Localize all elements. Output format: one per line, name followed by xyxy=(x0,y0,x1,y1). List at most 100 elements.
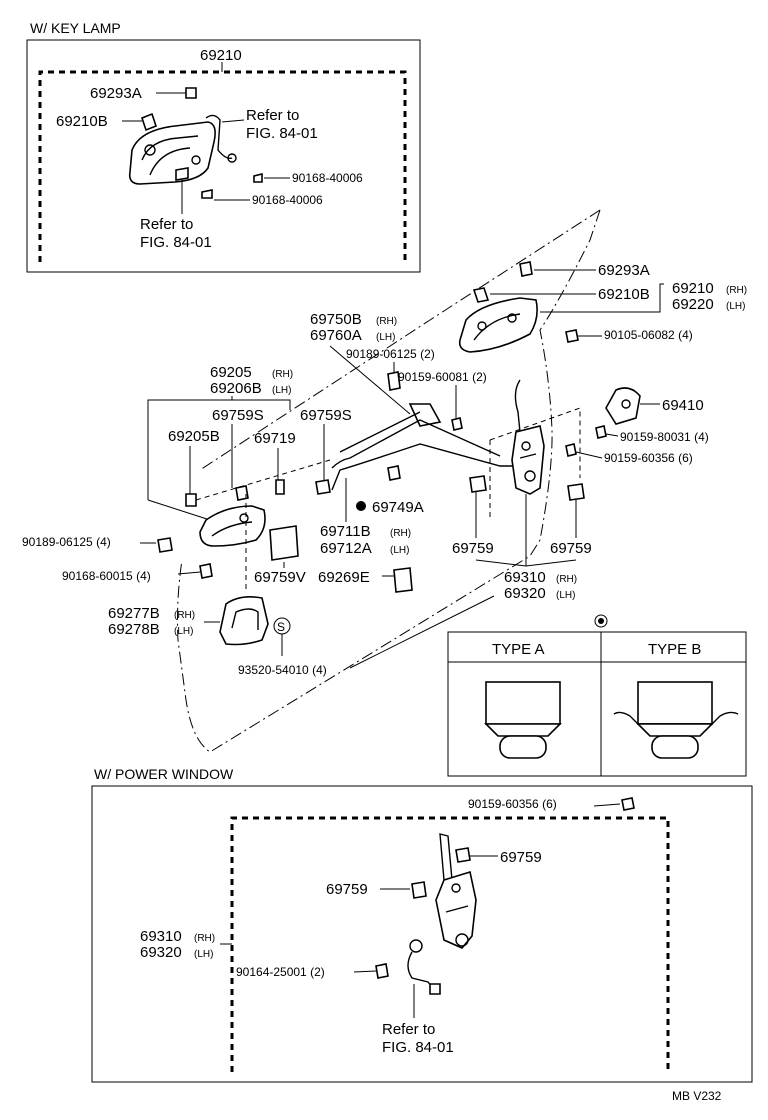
cap-69269E xyxy=(393,567,413,593)
power-window-assembly-bracket xyxy=(230,816,670,1072)
label-fig-84-01-bottom: FIG. 84-01 xyxy=(140,234,212,251)
clip-69210B xyxy=(472,287,490,303)
screw-90168-b xyxy=(201,189,213,199)
key-lamp-frame xyxy=(26,39,421,273)
screw-90159-60356 xyxy=(565,443,577,457)
label-69278B-lh: (LH) xyxy=(174,626,193,637)
power-window-lock-motor-connector xyxy=(407,939,441,995)
inner-door-handle-upper xyxy=(458,297,538,353)
label-pw-69320-lh: (LH) xyxy=(194,949,213,960)
label-69750B-rh: (RH) xyxy=(376,316,397,327)
label-69205B: 69205B xyxy=(168,428,220,445)
footer-code: MB V232 xyxy=(672,1089,722,1103)
label-69293A-key-lamp: 69293A xyxy=(90,85,142,102)
power-window-section-title: W/ POWER WINDOW xyxy=(94,766,234,782)
outside-door-handle xyxy=(219,596,269,646)
clip-pw-69759-b xyxy=(411,881,427,899)
main-door-section: 69293A 69210B 69210 (RH) 69220 (LH) 9010… xyxy=(22,209,747,777)
label-pw-69759-a: 69759 xyxy=(500,849,542,866)
label-90168-40006-b: 90168-40006 xyxy=(252,193,323,207)
key-lamp-section-title: W/ KEY LAMP xyxy=(30,20,121,36)
label-69206B-lh: (LH) xyxy=(272,385,291,396)
label-69278B: 69278B xyxy=(108,621,160,638)
type-a-illustration xyxy=(484,681,562,759)
label-pw-90164-25001-2: 90164-25001 (2) xyxy=(236,965,325,979)
label-69310: 69310 xyxy=(504,569,546,586)
door-lock-assembly xyxy=(511,425,545,495)
label-69210-key-lamp: 69210 xyxy=(200,47,242,64)
clip-69293A xyxy=(519,261,533,277)
label-69712A-lh: (LH) xyxy=(390,545,409,556)
label-69759S-b: 69759S xyxy=(300,407,352,424)
label-69277B-rh: (RH) xyxy=(174,610,195,621)
label-69749A: 69749A xyxy=(372,499,424,516)
clip-69759-a xyxy=(469,475,487,493)
label-69320-lh: (LH) xyxy=(556,590,575,601)
label-90159-80031-4: 90159-80031 (4) xyxy=(620,430,709,444)
label-69760A-lh: (LH) xyxy=(376,332,395,343)
key-lamp-door-handle xyxy=(128,121,216,185)
clip-69759S-a xyxy=(235,485,249,501)
screw-pw-90164 xyxy=(375,963,389,979)
label-69750B: 69750B xyxy=(310,311,362,328)
type-b-header: TYPE B xyxy=(648,641,701,658)
label-pw-69310: 69310 xyxy=(140,928,182,945)
door-lock-striker-69410 xyxy=(605,387,641,425)
label-pw-fig-84-01: FIG. 84-01 xyxy=(382,1039,454,1056)
power-window-door-lock-assembly xyxy=(435,833,477,949)
screw-pw-90159 xyxy=(621,797,635,811)
label-90168-60015-4: 90168-60015 (4) xyxy=(62,569,151,583)
screw-90168-a xyxy=(253,172,263,183)
inner-door-handle-lower xyxy=(199,505,266,547)
label-69206B: 69206B xyxy=(210,380,262,397)
cover-69759V xyxy=(269,525,299,561)
label-69210B: 69210B xyxy=(598,286,650,303)
power-window-frame xyxy=(91,785,753,1083)
label-pw-69320: 69320 xyxy=(140,944,182,961)
screw-90105 xyxy=(565,329,579,343)
rod-bracket xyxy=(408,403,442,427)
label-90159-60081-2: 90159-60081 (2) xyxy=(398,370,487,384)
label-69210: 69210 xyxy=(672,280,714,297)
rod-69750B xyxy=(331,443,516,491)
rod-upper-link xyxy=(514,379,521,433)
label-69320: 69320 xyxy=(504,585,546,602)
label-69210B-key-lamp: 69210B xyxy=(56,113,108,130)
label-69759-a: 69759 xyxy=(452,540,494,557)
label-69760A: 69760A xyxy=(310,327,362,344)
label-69711B-rh: (RH) xyxy=(390,528,411,539)
label-69269E: 69269E xyxy=(318,569,370,586)
label-refer-to-bottom: Refer to xyxy=(140,216,193,233)
label-fig-84-01-top: FIG. 84-01 xyxy=(246,125,318,142)
label-69205-rh: (RH) xyxy=(272,369,293,380)
label-69205: 69205 xyxy=(210,364,252,381)
screw-90159-60081 xyxy=(451,417,463,431)
clip-69293A-key-lamp xyxy=(185,87,197,99)
clip-69210B-key-lamp xyxy=(141,112,157,132)
clip-69759-b xyxy=(567,483,585,501)
label-69759-b: 69759 xyxy=(550,540,592,557)
label-69220: 69220 xyxy=(672,296,714,313)
clip-pw-69759-a xyxy=(455,847,471,863)
label-pw-refer-to: Refer to xyxy=(382,1021,435,1038)
label-pw-69310-rh: (RH) xyxy=(194,933,215,944)
clip-69749A xyxy=(387,465,401,481)
label-90159-60356-6: 90159-60356 (6) xyxy=(604,451,693,465)
label-pw-90159-60356-6: 90159-60356 (6) xyxy=(468,797,557,811)
label-90105-06082: 90105-06082 (4) xyxy=(604,328,693,342)
key-lamp-assembly-bracket xyxy=(38,70,407,262)
door-panel-outline xyxy=(177,209,601,753)
clip-69759S-b xyxy=(315,479,331,495)
label-69220-lh: (LH) xyxy=(726,301,745,312)
key-lamp-bulb xyxy=(175,167,189,181)
type-comparison-table xyxy=(447,631,747,777)
label-69210-rh: (RH) xyxy=(726,285,747,296)
rod-69711B xyxy=(331,419,501,469)
type-a-header: TYPE A xyxy=(492,641,545,658)
label-pw-69759-b: 69759 xyxy=(326,881,368,898)
label-s-symbol: S xyxy=(277,620,285,634)
key-lamp-section: W/ KEY LAMP 69210 69293A 69210B Refer to… xyxy=(26,20,421,273)
label-69719: 69719 xyxy=(254,430,296,447)
label-93520-54010-4: 93520-54010 (4) xyxy=(238,663,327,677)
